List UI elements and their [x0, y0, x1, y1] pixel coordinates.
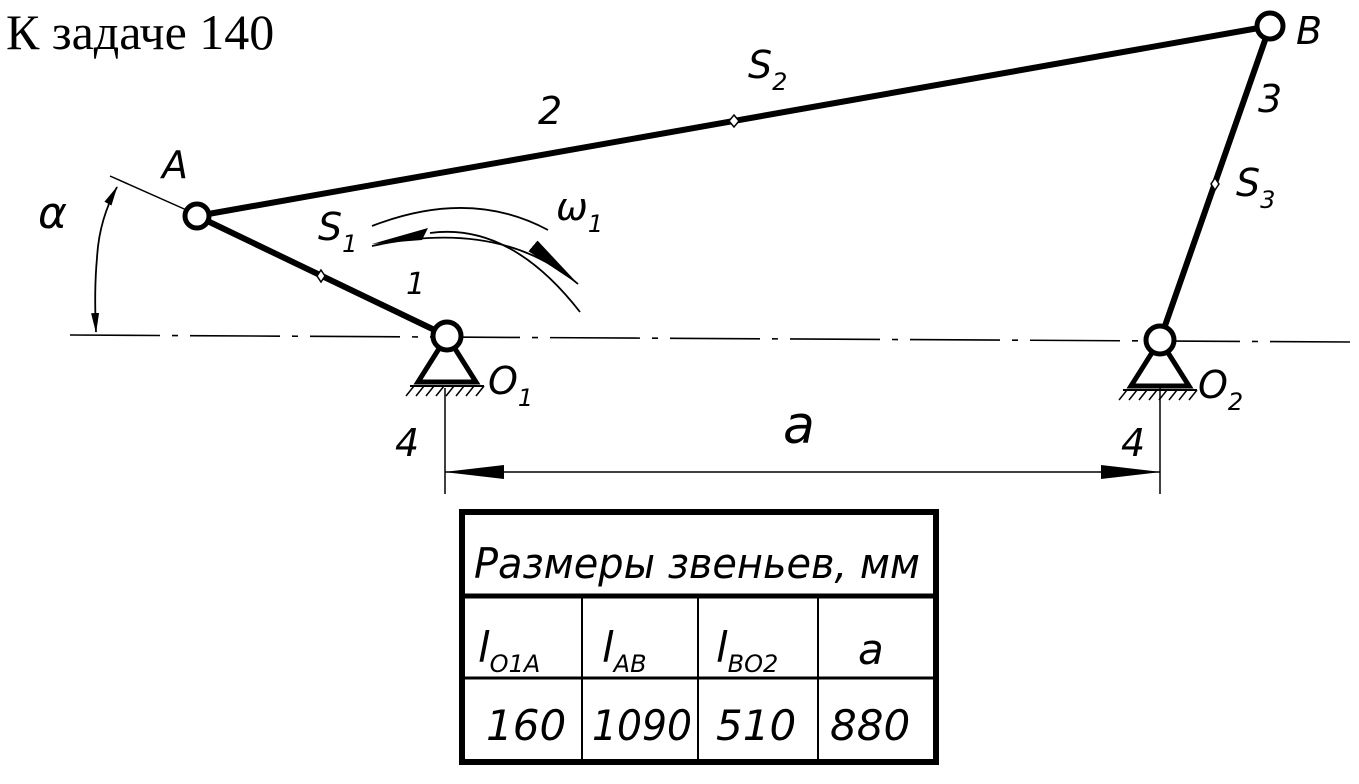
- table-value-a: 880: [830, 701, 910, 750]
- omega-arc-outer: [429, 231, 581, 313]
- link-1-label: 1: [406, 267, 425, 302]
- table-col-a: a: [858, 625, 884, 674]
- joint-a: [182, 201, 212, 231]
- table-col-lbo2: lBO2: [716, 623, 778, 678]
- table-col-lab: lAB: [602, 623, 647, 678]
- s2-label: S2: [748, 43, 787, 96]
- table-col-lo1a: lO1A: [478, 623, 540, 678]
- mass-center-s3: [1210, 176, 1220, 192]
- joint-b: [1254, 10, 1286, 42]
- point-b-label: B: [1296, 9, 1322, 53]
- dimensions-table: Размеры звеньев, мм lO1A lAB lBO2 a 160 …: [459, 509, 939, 765]
- omega-arrowhead-left: [372, 228, 428, 244]
- mass-center-s1: [316, 268, 326, 284]
- o2-label: O2: [1198, 363, 1243, 416]
- table-value-lbo2: 510: [716, 701, 796, 750]
- page-title: К задаче 140: [6, 4, 275, 60]
- omega-label: ω1: [556, 185, 603, 238]
- table-value-lab: 1090: [592, 701, 692, 750]
- alpha-arc-down: [91, 257, 100, 333]
- link-2-label: 2: [538, 89, 562, 133]
- ground-4-right: 4: [1121, 421, 1145, 465]
- link-3-label: 3: [1258, 77, 1282, 121]
- ground-4-left: 4: [395, 421, 419, 465]
- support-o1: [405, 319, 485, 397]
- center-line: [69, 334, 1351, 343]
- point-a-label: A: [159, 143, 188, 187]
- table-value-lo1a: 160: [486, 701, 566, 750]
- alpha-label: α: [38, 188, 67, 239]
- table-header: Размеры звеньев, мм: [474, 539, 920, 588]
- o1-label: O1: [488, 359, 533, 412]
- s1-label: S1: [318, 205, 357, 258]
- support-o2: [1118, 323, 1198, 401]
- mass-center-s2: [728, 113, 740, 129]
- alpha-arc-up: [96, 186, 118, 259]
- omega-arc-inner: [371, 236, 579, 285]
- s3-label: S3: [1236, 161, 1275, 214]
- dim-a-label: a: [783, 396, 815, 456]
- omega-arc-top: [371, 207, 549, 231]
